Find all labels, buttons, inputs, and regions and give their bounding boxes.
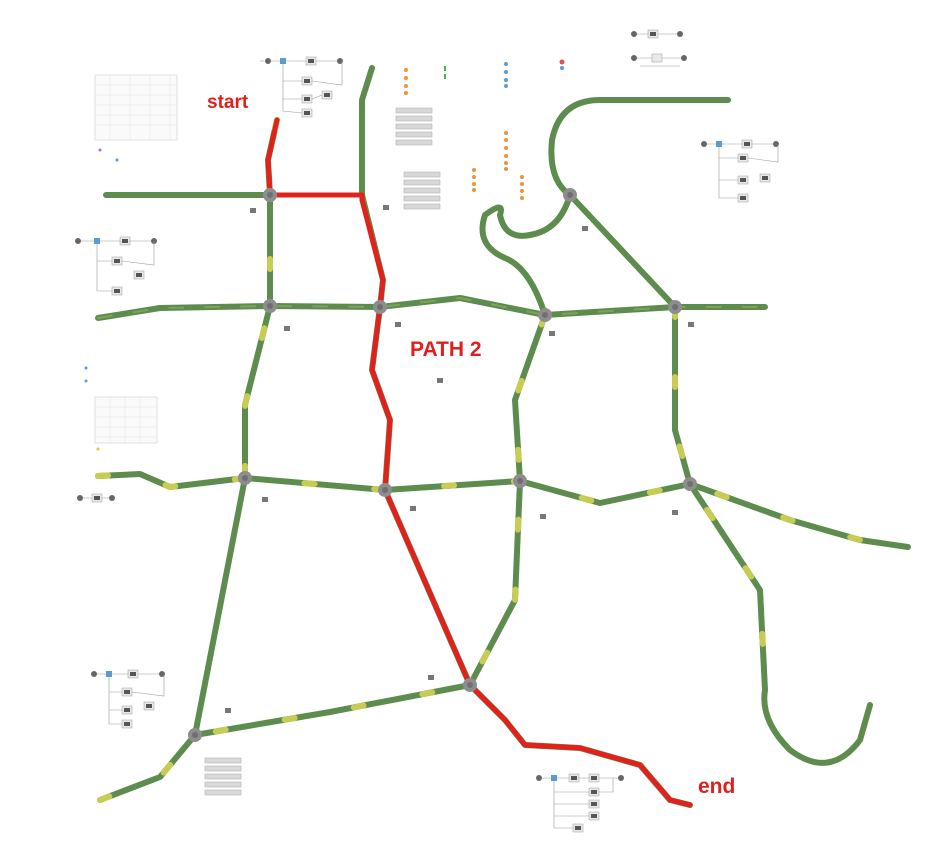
route-path-2: [265, 117, 693, 808]
roundabout-node-icon: [263, 299, 277, 313]
road-bottom-diag: [192, 475, 248, 738]
roundabout-node-icon: [513, 474, 527, 488]
time-plot-mid: [84, 366, 158, 451]
button-group-2: [403, 171, 441, 210]
roundabout-node-icon: [373, 300, 387, 314]
parameter-list-top: [404, 59, 565, 95]
flow-diagram-mid-west: [77, 493, 115, 503]
start-label: start: [207, 92, 249, 113]
roundabout-node-icon: [378, 483, 392, 497]
flow-diagram-top-right: [631, 29, 687, 67]
end-label: end: [698, 775, 735, 798]
button-group-1: [395, 107, 433, 146]
flow-diagram-ne: [701, 139, 779, 203]
roundabout-node-icon: [683, 477, 697, 491]
path-label: PATH 2: [410, 338, 482, 361]
road-bottom: [97, 682, 473, 803]
road-row3: [95, 471, 911, 550]
roundabout-node-icon: [263, 188, 277, 202]
road-v4: [672, 304, 873, 766]
roundabout-node-icon: [188, 728, 202, 742]
road-v3: [467, 312, 548, 688]
road-v2: [359, 65, 473, 688]
road-network: [95, 65, 911, 808]
source-circle-icon: [265, 58, 271, 64]
roundabout-node-icon: [463, 678, 477, 692]
flow-diagram-west: [75, 236, 157, 296]
intersection-markers: [225, 205, 694, 713]
road-loop: [479, 192, 573, 318]
flow-diagram-top: [260, 56, 343, 118]
road-v1: [242, 117, 280, 481]
roundabouts: [188, 188, 697, 742]
roundabout-node-icon: [538, 308, 552, 322]
roundabout-node-icon: [668, 300, 682, 314]
flow-diagram-sw: [91, 669, 165, 729]
time-plot-top: [94, 74, 178, 162]
roundabout-node-icon: [238, 471, 252, 485]
roundabout-node-icon: [563, 188, 577, 202]
button-group-3: [204, 757, 242, 796]
road-curve-ne: [548, 97, 731, 310]
flow-diagram-se: [536, 773, 624, 833]
parameter-list-center: [472, 131, 524, 200]
